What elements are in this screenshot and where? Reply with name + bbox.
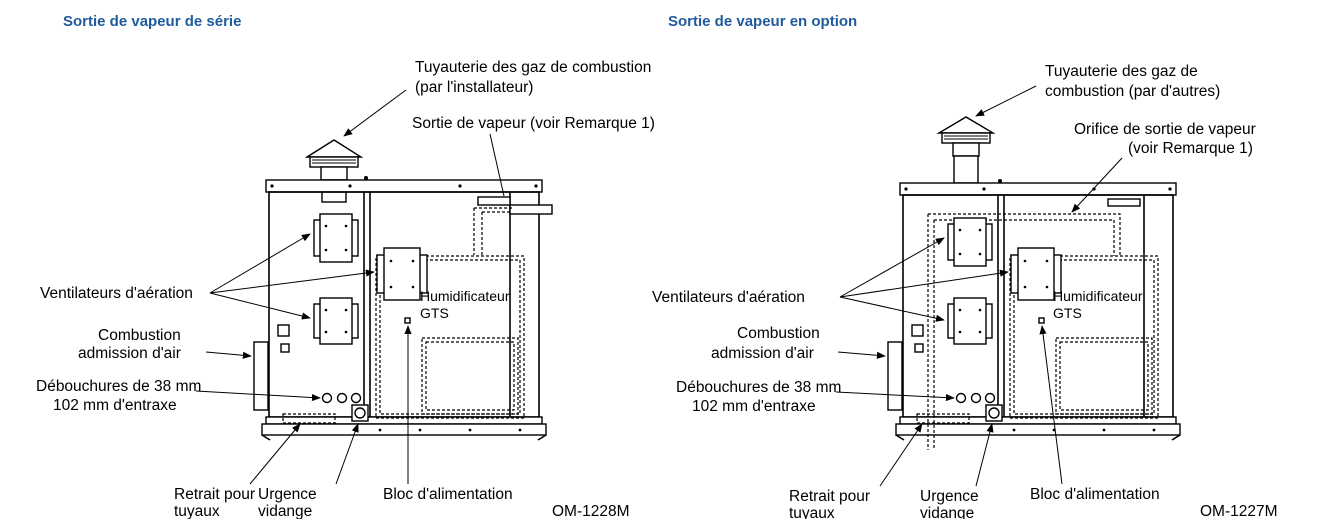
- left-flue-label: Tuyauterie des gaz de combustion: [415, 59, 651, 76]
- left-cabinet: [253, 176, 553, 441]
- right-humidifier-label: Humidificateur: [1053, 288, 1143, 304]
- right-steam-label-2: (voir Remarque 1): [1128, 140, 1253, 157]
- left-drawing-code: OM-1228M: [552, 503, 630, 519]
- left-drain-label-2: vidange: [258, 503, 312, 519]
- left-steam-label: Sortie de vapeur (voir Remarque 1): [412, 115, 655, 132]
- right-fan-middle: [1010, 247, 1062, 301]
- right-combustion-label: Combustion: [737, 325, 820, 342]
- right-knockouts-label-2: 102 mm d'entraxe: [692, 398, 816, 415]
- left-humidifier-label: Humidificateur: [420, 288, 510, 304]
- left-title: Sortie de vapeur de série: [63, 13, 241, 30]
- left-flue-label-2: (par l'installateur): [415, 79, 533, 96]
- right-flue-cap: [936, 116, 996, 184]
- left-recess-label: Retrait pour: [174, 486, 255, 503]
- right-title: Sortie de vapeur en option: [668, 13, 857, 30]
- right-combustion-label-2: admission d'air: [711, 345, 814, 362]
- left-humidifier-label-2: GTS: [420, 305, 449, 321]
- right-fans-label: Ventilateurs d'aération: [652, 289, 805, 306]
- left-fan-lower: [313, 297, 359, 345]
- left-recess-label-2: tuyaux: [174, 503, 220, 519]
- right-fan-upper: [947, 217, 993, 267]
- left-fan-upper: [313, 213, 359, 263]
- right-drawing-code: OM-1227M: [1200, 503, 1278, 519]
- right-knockouts-label: Débouchures de 38 mm: [676, 379, 841, 396]
- left-fan-middle: [376, 247, 428, 301]
- right-recess-label-2: tuyaux: [789, 505, 835, 519]
- right-steam-label: Orifice de sortie de vapeur: [1074, 121, 1256, 138]
- left-power-label: Bloc d'alimentation: [383, 486, 513, 503]
- left-combustion-label: Combustion: [98, 327, 181, 344]
- right-diagram: Sortie de vapeur en option: [652, 13, 1278, 519]
- right-power-label: Bloc d'alimentation: [1030, 486, 1160, 503]
- right-drain-label: Urgence: [920, 488, 979, 505]
- right-cabinet: [887, 179, 1181, 450]
- left-fans-label: Ventilateurs d'aération: [40, 285, 193, 302]
- right-flue-label-2: combustion (par d'autres): [1045, 83, 1220, 100]
- left-knockouts-label: Débouchures de 38 mm: [36, 378, 201, 395]
- right-flue-label: Tuyauterie des gaz de: [1045, 63, 1198, 80]
- right-fan-lower: [947, 297, 993, 345]
- right-drain-label-2: vidange: [920, 505, 974, 519]
- left-drain-label: Urgence: [258, 486, 317, 503]
- left-combustion-label-2: admission d'air: [78, 345, 181, 362]
- left-diagram: Sortie de vapeur de série: [36, 13, 655, 519]
- left-knockouts-label-2: 102 mm d'entraxe: [53, 397, 177, 414]
- right-humidifier-label-2: GTS: [1053, 305, 1082, 321]
- right-recess-label: Retrait pour: [789, 488, 870, 505]
